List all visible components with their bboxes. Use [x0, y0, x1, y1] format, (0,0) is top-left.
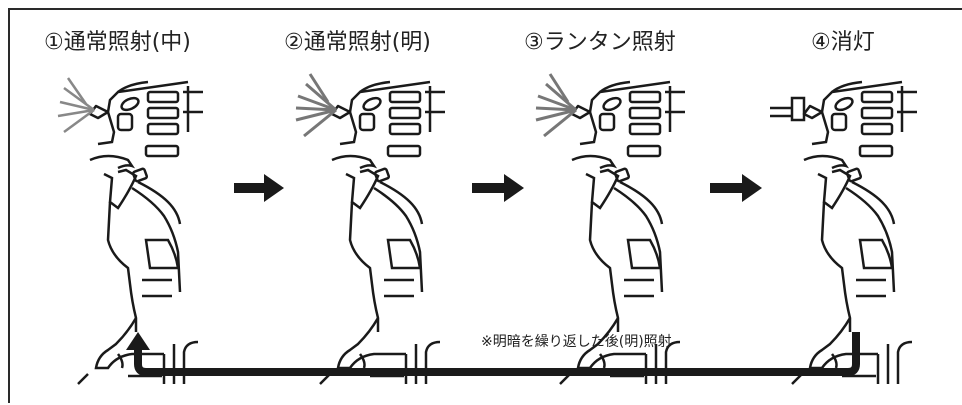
repeat-note: ※明暗を繰り返した後(明)照射: [481, 334, 672, 350]
light-off-indicator: [770, 96, 806, 122]
light-rays-3: [534, 72, 578, 138]
step-4-title: ④消灯: [811, 30, 875, 55]
arrow-right-icon: [234, 174, 284, 202]
arrow-right-icon: [472, 174, 524, 202]
step-3-title: ③ランタン照射: [524, 30, 676, 55]
drill-illustration-1: [56, 76, 205, 386]
step-2-title: ②通常照射(明): [284, 30, 431, 55]
return-arrow-icon: [126, 332, 860, 376]
light-rays-1: [56, 76, 96, 134]
arrow-right-icon: [710, 174, 762, 202]
drill-illustration-2: [294, 72, 447, 386]
light-rays-2: [294, 72, 338, 138]
drill-illustration-4: [770, 80, 919, 386]
step-1-title: ①通常照射(中): [44, 30, 191, 55]
frame-border: [8, 8, 962, 403]
